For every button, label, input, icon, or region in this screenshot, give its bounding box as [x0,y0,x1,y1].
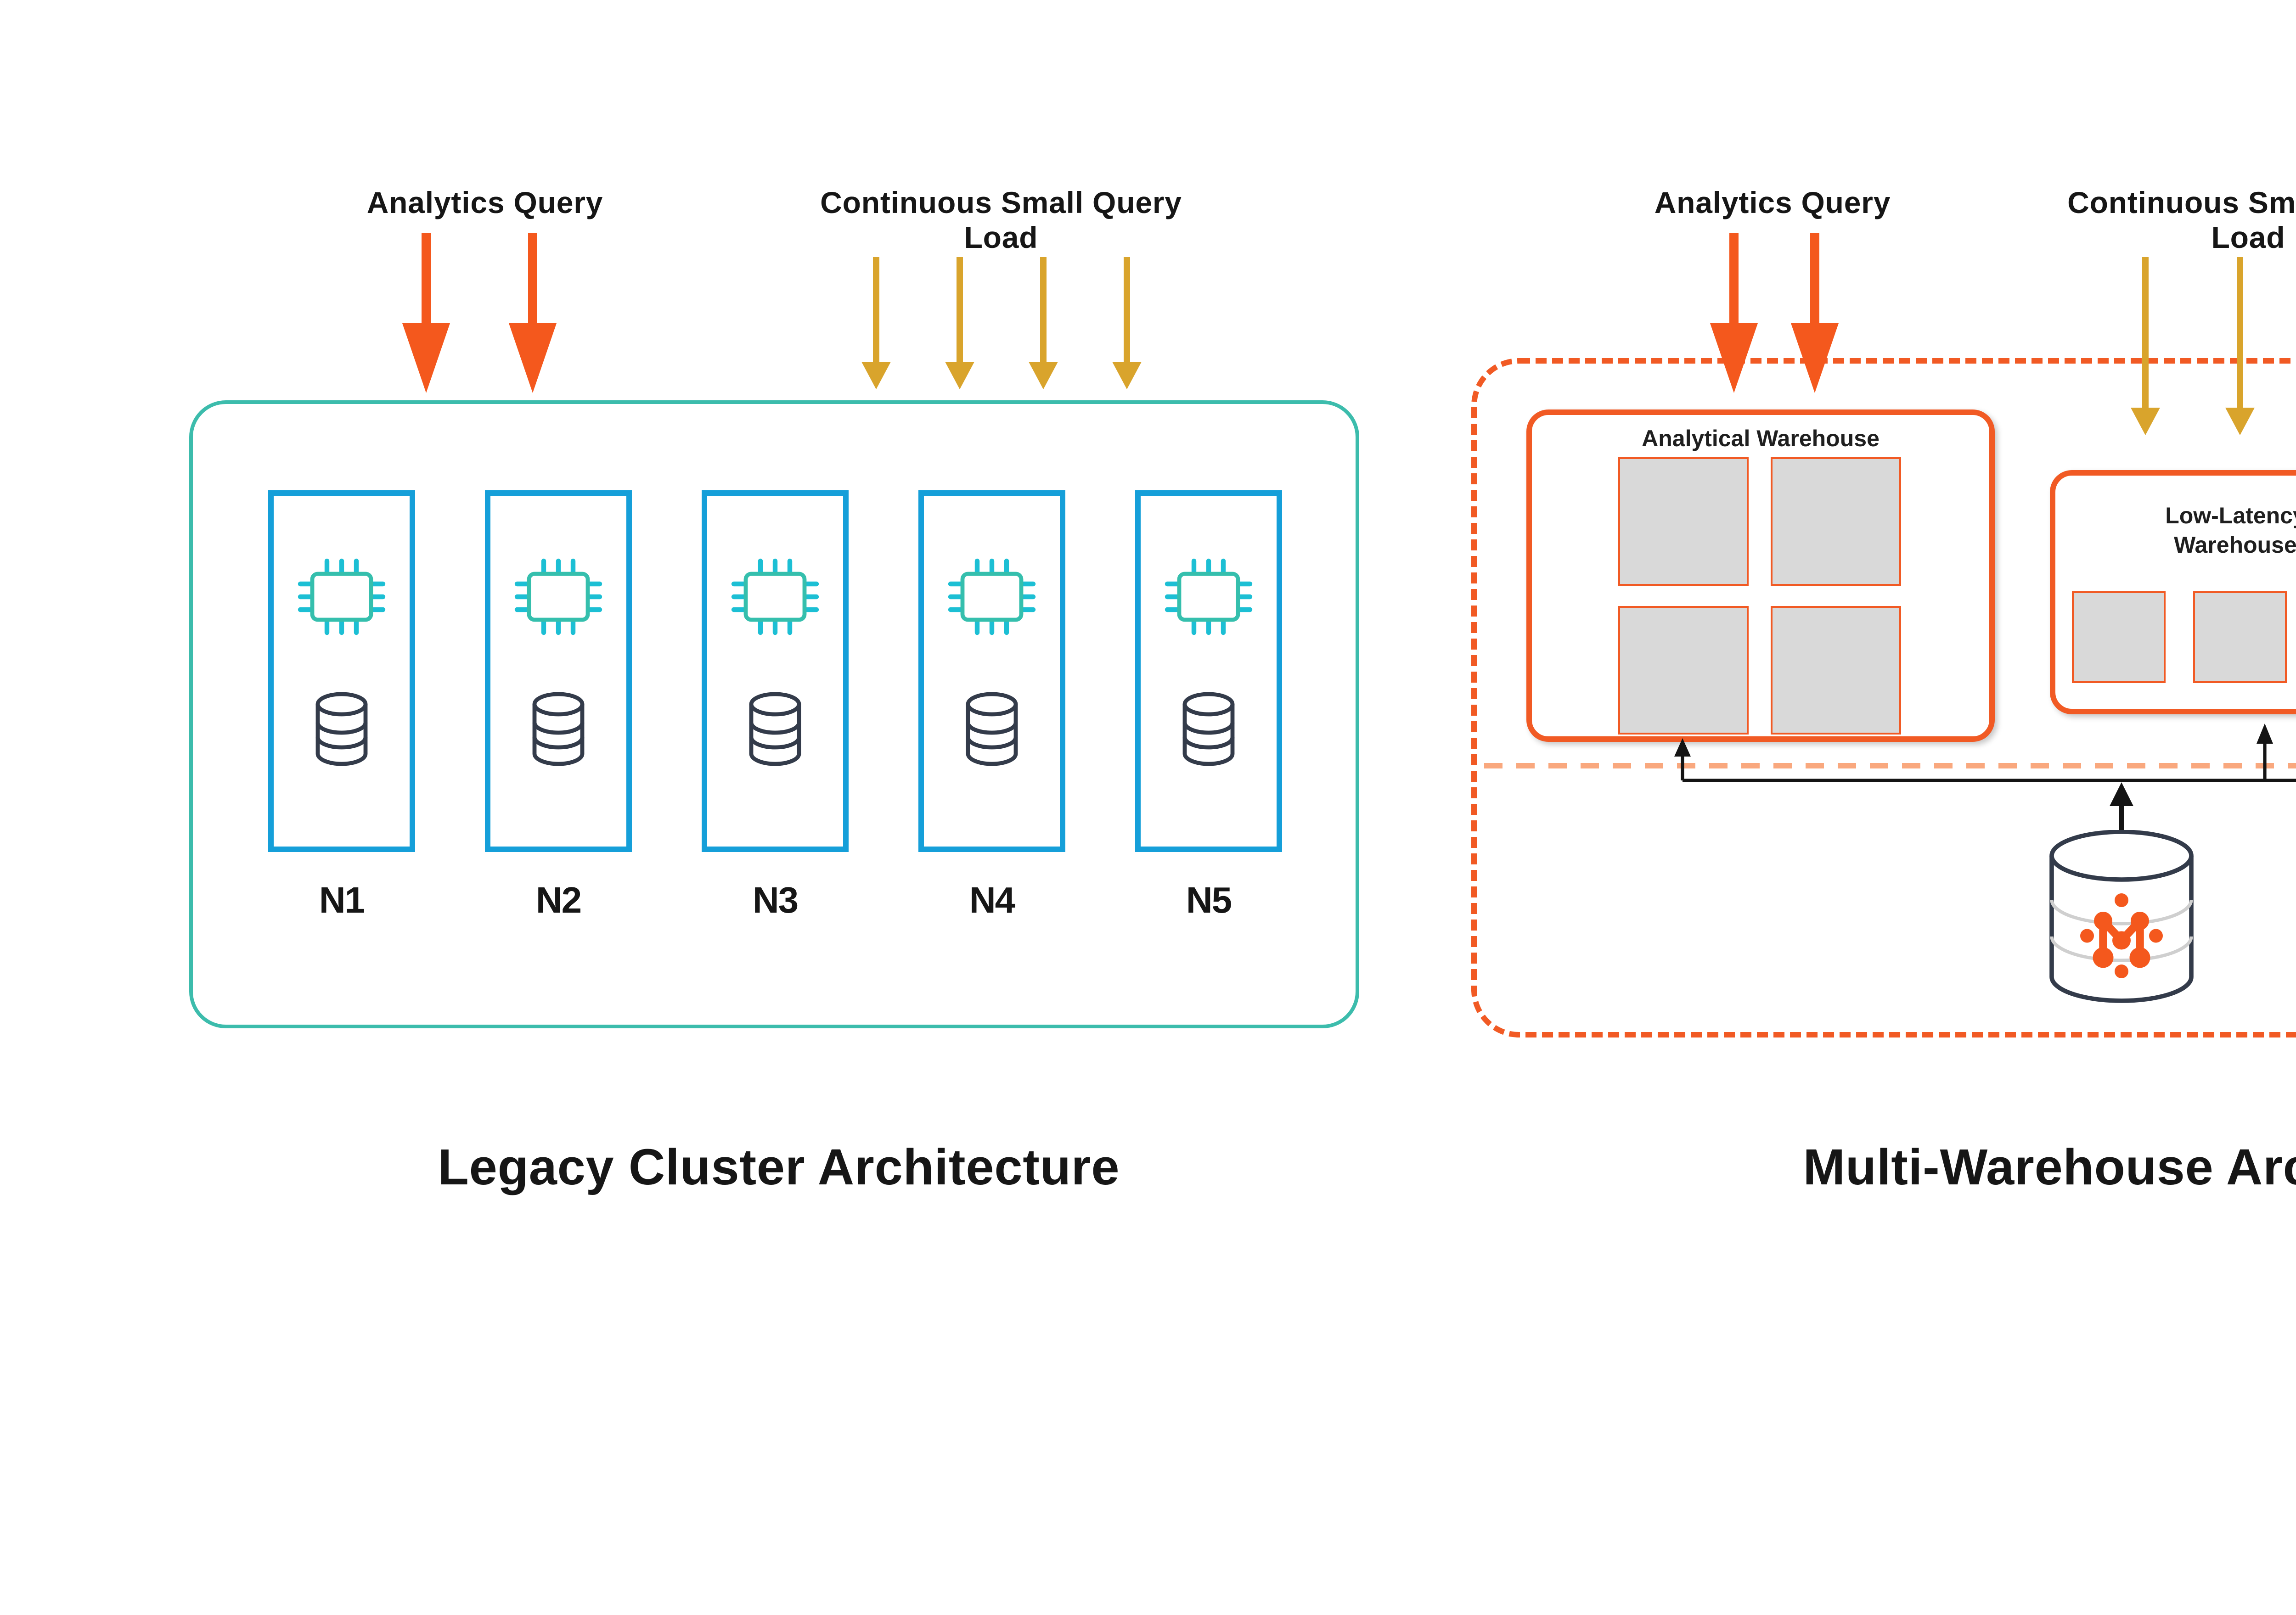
node-rect [702,490,849,852]
low-latency-warehouse-title-line2: Warehouse [2174,533,2296,558]
legacy-small-query-label: Continuous Small Query Load [820,187,1182,255]
cluster-node: N4 [918,490,1065,931]
database-cylinder-icon [1179,690,1238,768]
node-rect [268,490,415,852]
database-cylinder-icon [746,690,805,768]
cluster-node: N1 [268,490,415,931]
node-rect [485,490,632,852]
database-cylinder-icon [529,690,588,768]
mw-analytics-query-label: Analytics Query [1654,187,1891,220]
low-latency-warehouse-box: Low-Latency Warehouse [2050,470,2296,714]
node-label: N4 [969,881,1015,922]
cpu-chip-icon [1165,556,1253,637]
compute-slot [1618,606,1749,735]
database-cylinder-icon [962,690,1021,768]
cpu-chip-icon [514,556,602,637]
mw-small-query-label: Continuous Small Query Load [2067,187,2296,255]
small-query-arrow [861,257,891,389]
analytics-query-arrow [509,233,557,393]
node-label: N2 [535,881,582,922]
cpu-chip-icon [948,556,1036,637]
database-cylinder-icon [312,690,371,768]
shared-storage-database-icon [2049,830,2194,1003]
multi-warehouse-architecture-title: Multi-Warehouse Architecture [1803,1138,2296,1195]
compute-slot [1771,606,1901,735]
node-rect [918,490,1065,852]
node-label: N1 [319,881,365,922]
node-rect [1135,490,1282,852]
node-label: N3 [752,881,799,922]
cluster-node: N5 [1135,490,1282,931]
compute-slot [2192,591,2286,683]
node-label: N5 [1186,881,1232,922]
compute-slot [2072,591,2166,683]
legacy-architecture-title: Legacy Cluster Architecture [438,1138,1120,1195]
cluster-node: N3 [702,490,849,931]
small-query-arrow [945,257,974,389]
multi-warehouse-outer-box [1471,358,2296,1037]
cluster-node: N2 [485,490,632,931]
low-latency-warehouse-title: Low-Latency [2165,503,2296,529]
legacy-analytics-query-label: Analytics Query [366,187,603,220]
compute-slot [1771,457,1901,586]
compute-slot [1618,457,1749,586]
small-query-arrow [1029,257,1058,389]
small-query-arrow [1112,257,1142,389]
analytics-query-arrow [402,233,450,393]
cpu-chip-icon [731,556,819,637]
analytical-warehouse-title: Analytical Warehouse [1642,426,1880,452]
analytical-warehouse-box: Analytical Warehouse [1526,409,1995,742]
cpu-chip-icon [298,556,386,637]
